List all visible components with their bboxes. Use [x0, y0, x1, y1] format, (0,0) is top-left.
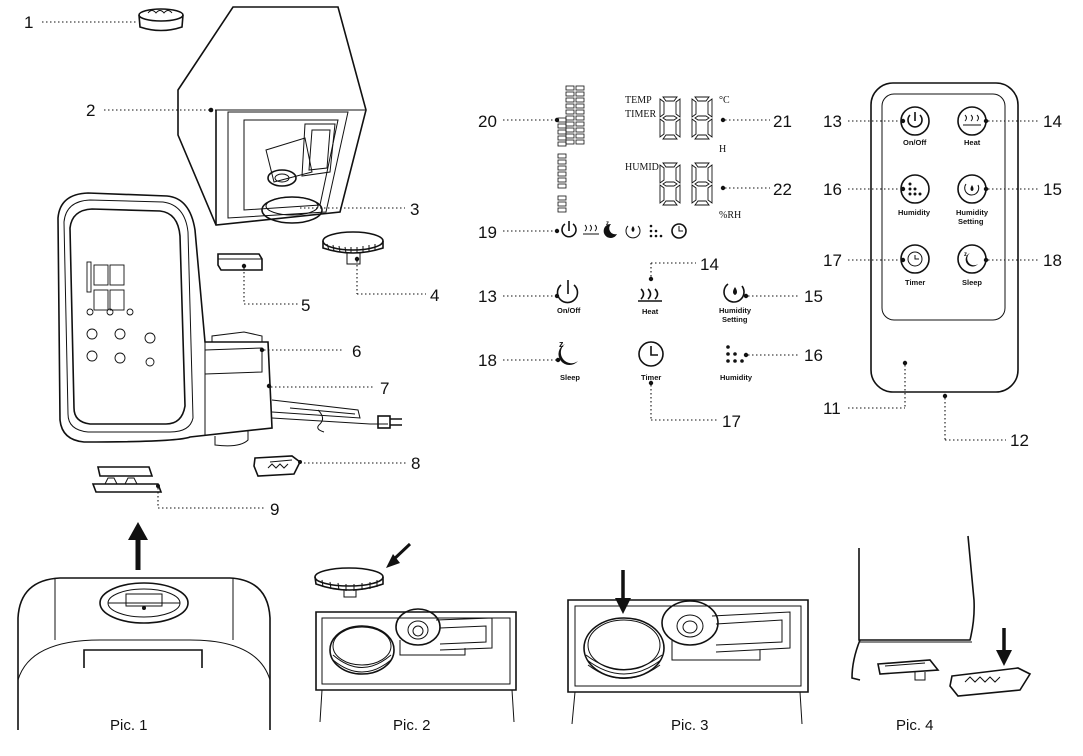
svg-text:On/Off: On/Off [557, 306, 581, 315]
svg-text:Timer: Timer [905, 278, 925, 287]
seven-segment-digit [691, 162, 713, 206]
unit-rh: %RH [719, 210, 741, 221]
svg-text:z: z [964, 252, 967, 258]
callout-11: 11 [823, 399, 841, 418]
onoff-button[interactable]: On/Off [556, 280, 581, 315]
arrow-icon [615, 570, 631, 614]
indicator-row: z [554, 221, 687, 239]
callout-20: 20 [478, 112, 497, 131]
callout-8: 8 [411, 454, 420, 473]
humidity-icon [649, 224, 663, 238]
label-timer: TIMER [625, 109, 656, 120]
callout-13: 13 [478, 287, 497, 306]
svg-text:Setting: Setting [722, 315, 748, 324]
remote-sleep-button[interactable]: z Sleep [957, 244, 987, 287]
sleep-icon: z [603, 221, 617, 238]
part-cap [138, 8, 184, 32]
svg-text:z: z [606, 221, 609, 227]
callout-17: 17 [722, 412, 741, 431]
part-small-block [217, 253, 263, 271]
panel-buttons: On/Off Heat Humidity Setting z Sleep Tim… [478, 255, 823, 431]
callout-15: 15 [1043, 180, 1062, 199]
svg-text:Heat: Heat [642, 307, 659, 316]
svg-text:On/Off: On/Off [903, 138, 927, 147]
exploded-view: 1 2 3 4 5 6 7 8 9 [24, 6, 439, 519]
pic-4: Pic. 4 [851, 535, 1032, 734]
callout-5: 5 [301, 296, 310, 315]
svg-text:Sleep: Sleep [962, 278, 982, 287]
callout-14: 14 [700, 255, 719, 274]
callout-16: 16 [804, 346, 823, 365]
humidity-setting-icon [625, 225, 641, 239]
remote-onoff-button[interactable]: On/Off [900, 106, 930, 147]
caption-pic4: Pic. 4 [896, 717, 934, 734]
part-base [57, 192, 402, 447]
caption-pic1: Pic. 1 [110, 717, 148, 734]
svg-text:Heat: Heat [964, 138, 981, 147]
timer-button[interactable]: Timer [638, 341, 664, 382]
heat-icon [583, 224, 599, 235]
callout-2: 2 [86, 101, 95, 120]
sleep-button[interactable]: z Sleep [558, 339, 580, 382]
pic-1: Pic. 1 [17, 522, 271, 734]
callout-18: 18 [478, 351, 497, 370]
remote-humidity-setting-button[interactable]: Humidity Setting [956, 174, 989, 226]
callout-4: 4 [430, 286, 439, 305]
callout-15: 15 [804, 287, 823, 306]
pic-2: Pic. 2 [314, 542, 517, 734]
arrow-icon [386, 542, 412, 568]
arrow-icon [128, 522, 148, 570]
svg-text:Setting: Setting [958, 217, 984, 226]
pic-3: Pic. 3 [567, 570, 809, 734]
label-temp: TEMP [625, 95, 652, 106]
remote-humidity-button[interactable]: Humidity [898, 174, 931, 217]
remote-timer-button[interactable]: Timer [900, 244, 930, 287]
svg-text:Humidity: Humidity [719, 306, 752, 315]
heat-button[interactable]: Heat [638, 288, 662, 316]
callout-6: 6 [352, 342, 361, 361]
remote-control: On/Off Heat Humidity Humidity Setting Ti… [823, 82, 1062, 450]
part-tray [253, 455, 302, 477]
callout-19: 19 [478, 223, 497, 242]
callout-13: 13 [823, 112, 842, 131]
part-filter-plate [91, 466, 163, 493]
seven-segment-digit [659, 162, 681, 206]
humidity-setting-button[interactable]: Humidity Setting [719, 283, 752, 324]
arrow-icon [996, 628, 1012, 666]
callout-12: 12 [1010, 431, 1029, 450]
svg-text:Humidity: Humidity [898, 208, 931, 217]
power-icon [561, 221, 577, 238]
callout-21: 21 [773, 112, 792, 131]
callout-22: 22 [773, 180, 792, 199]
callout-18: 18 [1043, 251, 1062, 270]
label-humid: HUMID [625, 162, 659, 173]
caption-pic3: Pic. 3 [671, 717, 709, 734]
part-filter-wheel [322, 231, 384, 265]
timer-icon [671, 223, 687, 239]
callout-17: 17 [823, 251, 842, 270]
callout-9: 9 [270, 500, 279, 519]
caption-pic2: Pic. 2 [393, 717, 431, 734]
display-panel: TEMP TIMER °C H HUMID %RH z [478, 85, 792, 242]
humidity-level-bars [557, 85, 585, 213]
part-water-tank [177, 6, 367, 226]
unit-celsius: °C [719, 95, 730, 106]
callout-14: 14 [1043, 112, 1062, 131]
callout-16: 16 [823, 180, 842, 199]
svg-text:Timer: Timer [641, 373, 661, 382]
remote-heat-button[interactable]: Heat [957, 106, 987, 147]
svg-text:z: z [559, 339, 564, 349]
svg-text:Humidity: Humidity [956, 208, 989, 217]
seven-segment-digit [659, 96, 681, 140]
callout-1: 1 [24, 13, 33, 32]
svg-text:Humidity: Humidity [720, 373, 753, 382]
seven-segment-digit [691, 96, 713, 140]
unit-hours: H [719, 144, 726, 155]
humidity-button[interactable]: Humidity [720, 345, 753, 382]
callout-7: 7 [380, 379, 389, 398]
svg-text:Sleep: Sleep [560, 373, 580, 382]
callout-3: 3 [410, 200, 419, 219]
